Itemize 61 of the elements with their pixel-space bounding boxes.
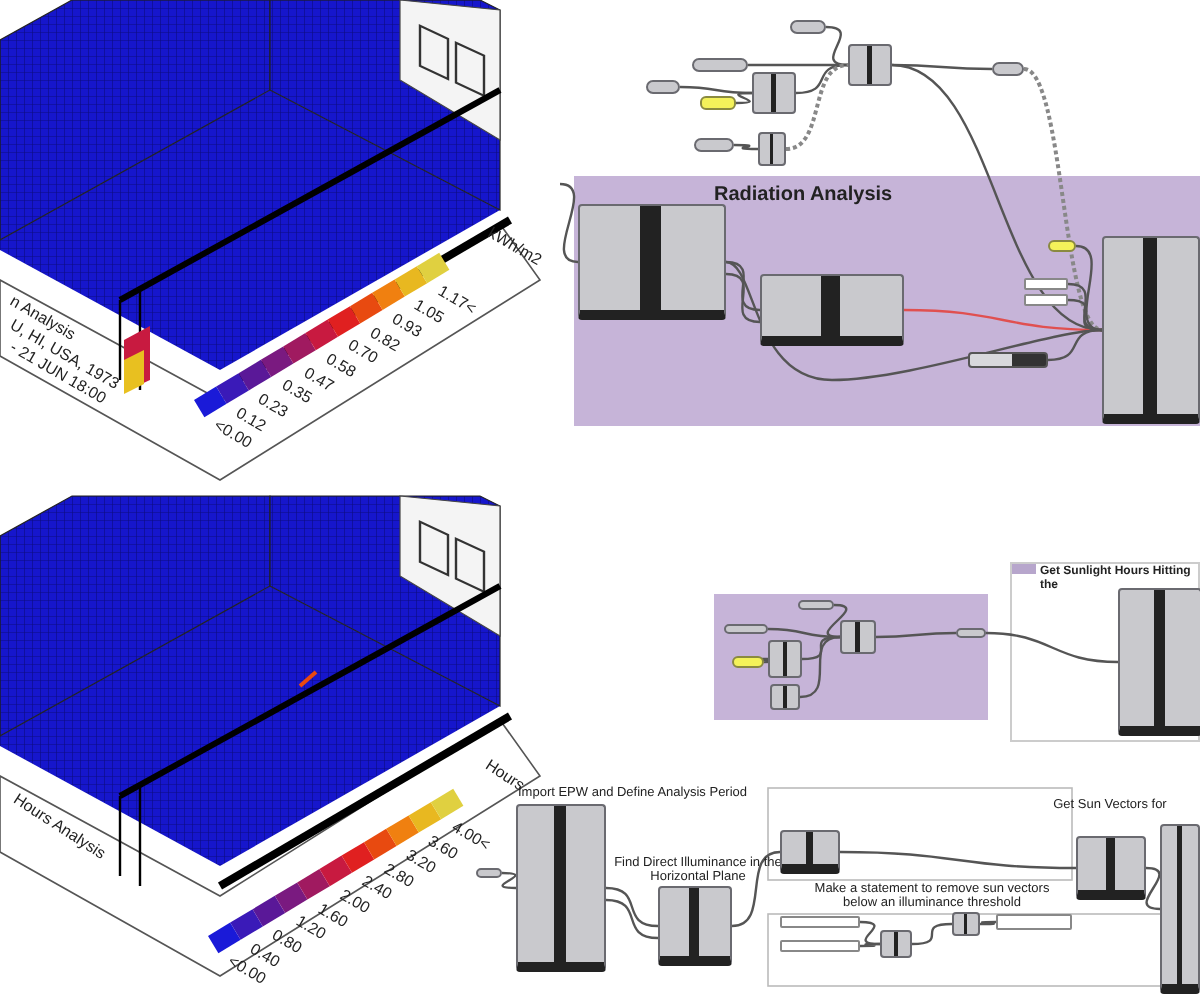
parameter-node xyxy=(724,624,768,634)
wire xyxy=(825,25,849,67)
component-node xyxy=(760,274,904,346)
wire xyxy=(735,91,753,105)
dashed-wire xyxy=(1023,67,1103,332)
wire xyxy=(826,603,848,639)
wire xyxy=(876,631,956,639)
wire xyxy=(559,182,579,264)
wire xyxy=(860,942,880,948)
parameter-node xyxy=(692,58,748,72)
panel-node xyxy=(996,914,1072,930)
wire xyxy=(985,631,1119,664)
wire xyxy=(980,920,996,926)
panel-node xyxy=(1048,240,1076,252)
panel-node xyxy=(700,96,736,110)
wire xyxy=(795,63,849,95)
parameter-node xyxy=(798,600,834,610)
grasshopper-group xyxy=(714,594,988,720)
wire xyxy=(1075,244,1103,332)
wire xyxy=(605,886,659,928)
wire xyxy=(1067,282,1103,332)
component-node xyxy=(840,620,876,654)
dashed-wire xyxy=(785,63,849,151)
component-node xyxy=(770,684,800,710)
grasshopper-group xyxy=(1010,562,1200,742)
component-node xyxy=(1160,824,1200,994)
component-node xyxy=(758,132,786,166)
wire xyxy=(911,922,953,946)
panel-node xyxy=(780,940,860,952)
wire xyxy=(859,920,881,946)
wire xyxy=(840,850,1076,870)
component-node xyxy=(1102,236,1200,424)
component-node xyxy=(1118,588,1200,736)
wire xyxy=(731,850,781,928)
wire xyxy=(725,260,761,312)
parameter-node xyxy=(790,20,826,34)
parameter-node xyxy=(476,868,502,878)
wire xyxy=(725,272,761,324)
toggle-node xyxy=(968,352,1048,368)
panel-node xyxy=(780,916,860,928)
panel-node xyxy=(732,656,764,668)
wire xyxy=(734,143,758,151)
parameter-node xyxy=(646,80,680,94)
component-node xyxy=(752,72,796,114)
component-node xyxy=(578,204,726,320)
wire xyxy=(501,871,517,890)
wire xyxy=(1047,328,1103,362)
parameter-node xyxy=(992,62,1024,76)
wire xyxy=(605,898,659,940)
component-node xyxy=(780,830,840,874)
component-node xyxy=(880,930,912,958)
panel-node xyxy=(1024,278,1068,290)
component-node xyxy=(768,640,802,678)
wire xyxy=(799,635,841,699)
panel-node xyxy=(1024,294,1068,306)
component-node xyxy=(952,912,980,936)
parameter-node xyxy=(956,628,986,638)
group-heading: Radiation Analysis xyxy=(714,184,893,206)
parameter-node xyxy=(694,138,734,152)
component-node xyxy=(848,44,892,86)
grasshopper-group xyxy=(574,176,1200,426)
